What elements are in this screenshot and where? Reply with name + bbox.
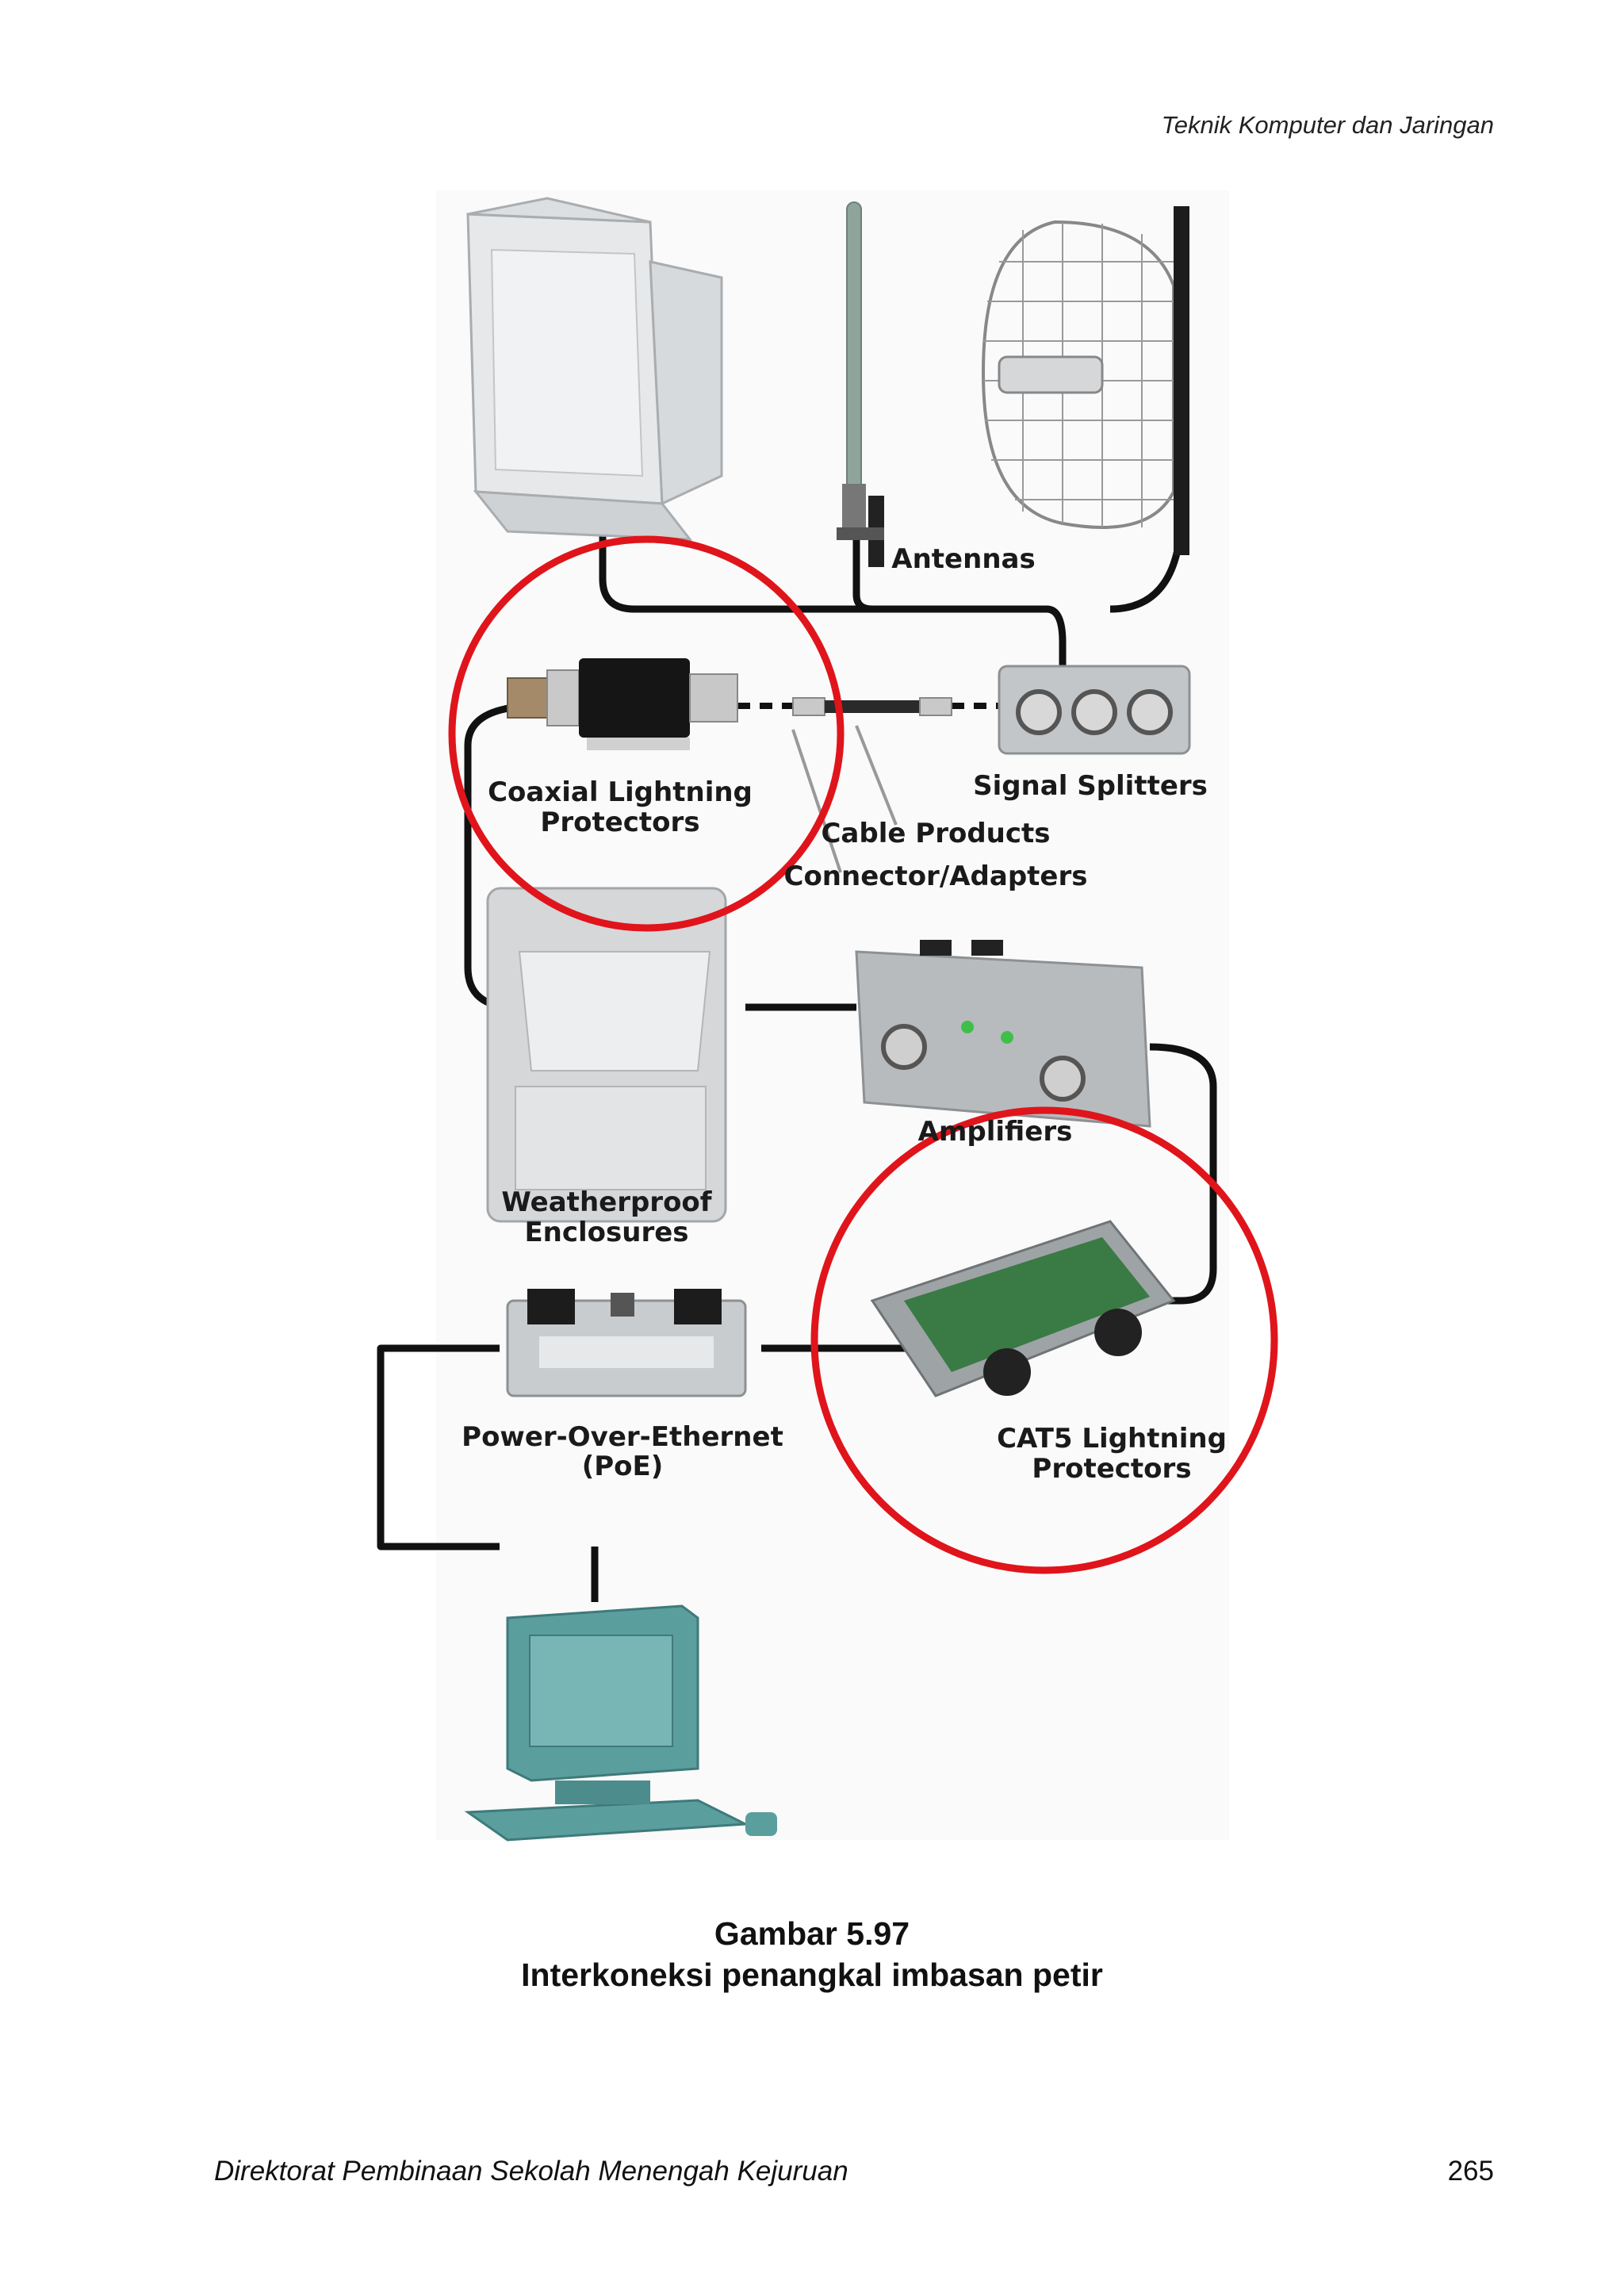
cable-antenna-bus — [599, 523, 1067, 666]
label-amplifiers: Amplifiers — [918, 1116, 1073, 1148]
lightning-protection-figure: Antennas Coaxial Lightning Protectors Si… — [349, 190, 1285, 1872]
footer-publisher: Direktorat Pembinaan Sekolah Menengah Ke… — [214, 2156, 848, 2187]
highlight-coaxial — [448, 535, 845, 932]
running-header: Teknik Komputer dan Jaringan — [1161, 111, 1494, 139]
label-coaxial-line2: Protectors — [540, 807, 699, 838]
panel-antenna-image — [466, 197, 723, 541]
signal-splitter-image — [998, 665, 1191, 755]
label-poe-line1: Power-Over-Ethernet — [462, 1421, 783, 1453]
highlight-circles — [448, 535, 1278, 1574]
computer-icon — [464, 1604, 777, 1842]
cable-poe-bracket — [377, 1344, 500, 1550]
cable-omni-antenna — [852, 539, 873, 613]
cable-connector-image — [792, 697, 952, 716]
label-cable-products: Cable Products — [821, 818, 1050, 849]
label-connector-adapters: Connector/Adapters — [784, 861, 1088, 892]
amplifier-image — [855, 940, 1151, 1128]
figure-caption: Interkoneksi penangkal imbasan petir — [521, 1957, 1103, 1993]
omni-antenna-image — [837, 201, 884, 567]
pointer-arrows — [791, 725, 898, 873]
label-cat5-line2: Protectors — [1032, 1453, 1191, 1485]
page-number: 265 — [1447, 2156, 1494, 2187]
label-weatherproof-line1: Weatherproof — [501, 1186, 712, 1218]
coaxial-protector-image — [507, 658, 738, 750]
label-poe-line2: (PoE) — [582, 1451, 664, 1482]
label-coaxial-line1: Coaxial Lightning — [488, 776, 753, 808]
cat5-protector-image — [870, 1220, 1176, 1397]
cable-amp-to-cat5 — [1149, 1043, 1217, 1305]
figure-number: Gambar 5.97 — [714, 1915, 910, 1952]
poe-injector-image — [506, 1289, 747, 1397]
grid-antenna-image — [981, 206, 1189, 555]
label-cat5-line1: CAT5 Lightning — [997, 1423, 1227, 1455]
highlight-cat5 — [810, 1106, 1278, 1574]
weatherproof-enclosure-image — [486, 887, 727, 1223]
label-signal-splitters: Signal Splitters — [973, 770, 1208, 802]
label-weatherproof-line2: Enclosures — [524, 1217, 688, 1248]
label-antennas: Antennas — [891, 543, 1035, 575]
